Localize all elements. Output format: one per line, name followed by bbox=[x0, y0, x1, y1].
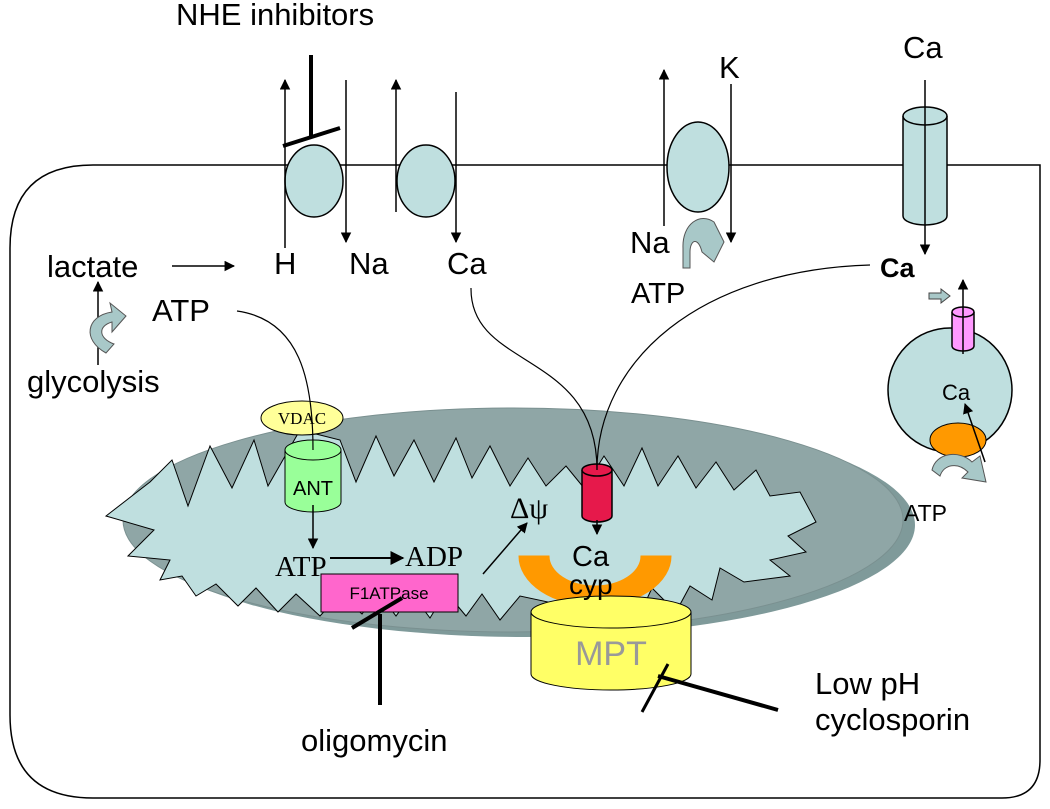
cyp-label: cyp bbox=[569, 569, 613, 600]
cytosol-ca-to-mito-path bbox=[596, 264, 871, 471]
na-exchanger-label: Na bbox=[349, 246, 389, 281]
f1atpase-label: F1ATPase bbox=[349, 584, 428, 603]
atp-pump-label: ATP bbox=[631, 278, 685, 310]
k-ion-label: K bbox=[719, 50, 740, 85]
vdac bbox=[260, 400, 344, 436]
atp-er-label: ATP bbox=[904, 500, 947, 526]
ca-matrix-label: Ca bbox=[572, 541, 610, 573]
ca-release-arrow-icon bbox=[928, 287, 951, 305]
glycolysis-label: glycolysis bbox=[27, 364, 160, 399]
oligomycin-bar bbox=[350, 596, 404, 630]
ca-channel-label: Ca bbox=[903, 30, 943, 65]
h-ion-label: H bbox=[274, 246, 296, 281]
nhe-exchanger bbox=[279, 78, 352, 248]
cyclosporin-label: cyclosporin bbox=[815, 702, 970, 737]
adp-matrix-label: ADP bbox=[405, 541, 463, 573]
vdac-label: VDAC bbox=[278, 409, 326, 428]
nhe-inhibitor-block bbox=[282, 55, 341, 148]
ca-cytosol-label: Ca bbox=[880, 253, 915, 283]
low-ph-label: Low pH bbox=[815, 666, 920, 701]
na-ca-exchanger bbox=[390, 78, 462, 244]
ca-to-uniporter-path bbox=[470, 287, 598, 471]
lactate-label: lactate bbox=[47, 249, 138, 284]
cyclosporin-bar bbox=[640, 663, 670, 713]
ca-channel bbox=[902, 80, 948, 256]
na-pump-label: Na bbox=[630, 225, 670, 260]
er-vesicle bbox=[887, 278, 1013, 483]
mpt-label: MPT bbox=[575, 635, 647, 673]
ca-exchanger-label: Ca bbox=[447, 246, 487, 281]
oligomycin-label: oligomycin bbox=[301, 723, 447, 758]
nhe-inhibitors-label: NHE inhibitors bbox=[176, 0, 374, 32]
ant-label: ANT bbox=[293, 478, 333, 500]
atp-export-path bbox=[236, 310, 314, 451]
er-atp-arrow-icon bbox=[931, 454, 987, 483]
ca-er-label: Ca bbox=[942, 380, 971, 405]
ant bbox=[284, 439, 342, 513]
atp-glycolysis-label: ATP bbox=[152, 293, 210, 328]
atp-hydrolysis-arrow-icon bbox=[682, 217, 725, 269]
f1atpase bbox=[320, 573, 459, 613]
cyclophilin bbox=[518, 555, 672, 607]
f1-to-delta-psi-arrow bbox=[482, 522, 528, 575]
delta-psi-label: Δψ bbox=[510, 492, 548, 525]
cyclosporin-block bbox=[657, 674, 779, 712]
ca-uniporter bbox=[581, 463, 613, 523]
atp-matrix-label: ATP bbox=[275, 551, 327, 583]
glycolysis-atp-arrow-icon bbox=[89, 301, 127, 354]
mpt-pore bbox=[530, 595, 692, 691]
na-k-atpase bbox=[658, 68, 737, 269]
cell-membrane bbox=[9, 164, 1041, 799]
